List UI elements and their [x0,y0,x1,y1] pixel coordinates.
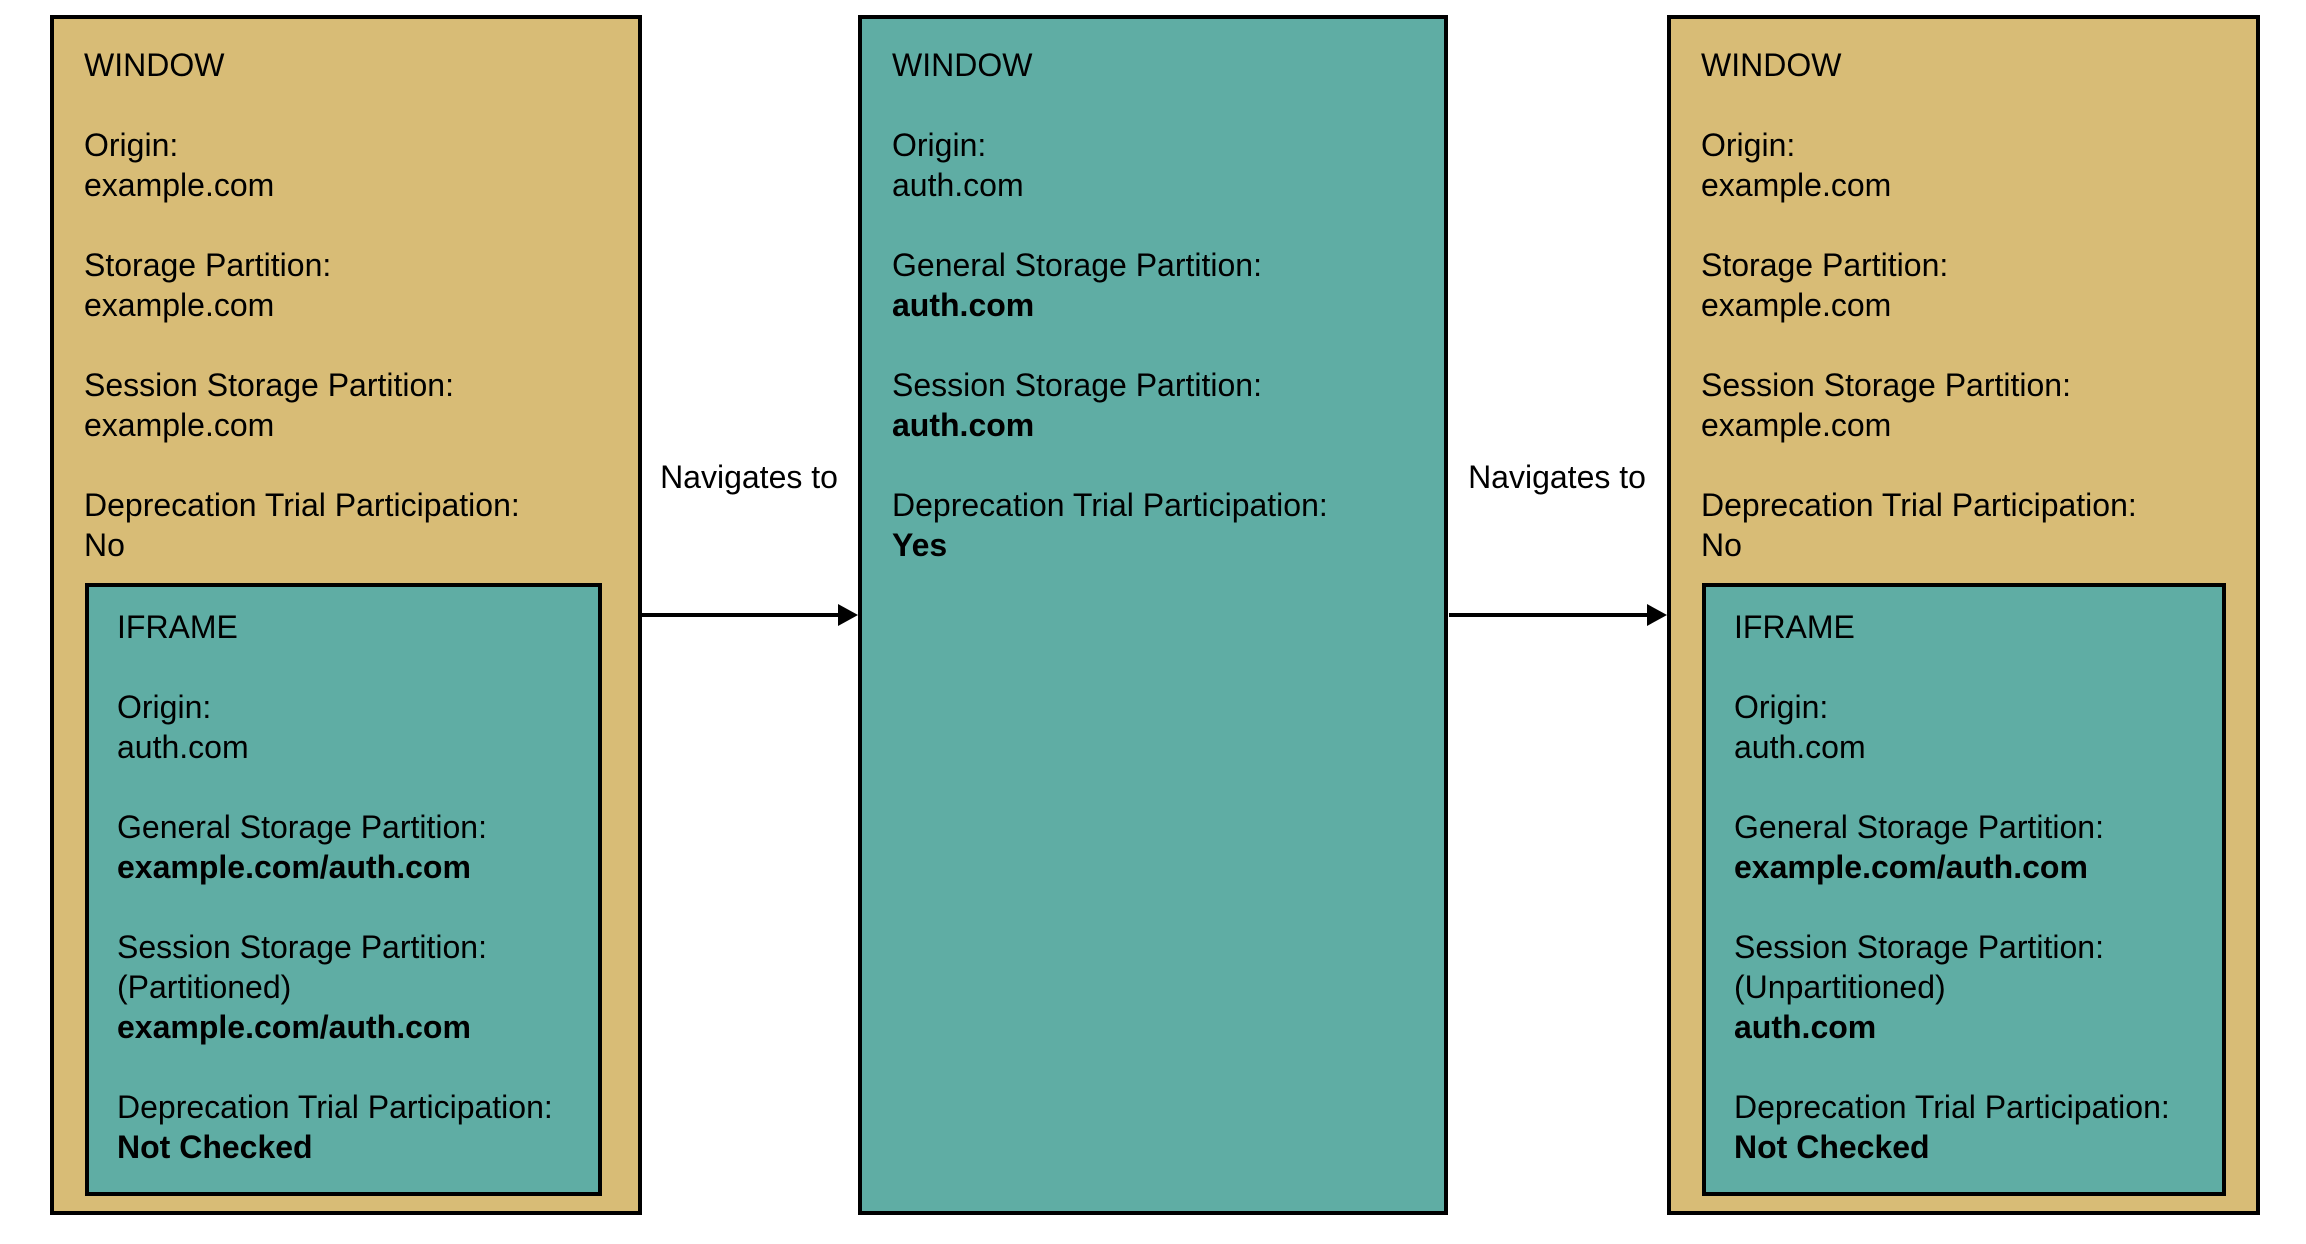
field-deprecation-trial: Deprecation Trial Participation: No [1701,485,2238,565]
field-origin: Origin: auth.com [1734,687,2208,767]
arrow-line [1449,613,1647,617]
box-title: IFRAME [117,609,238,645]
field-deprecation-trial: Deprecation Trial Participation: Not Che… [117,1087,584,1167]
field-label: Deprecation Trial Participation: [84,487,520,523]
arrow-line [642,613,840,617]
field-value: (Unpartitioned) [1734,969,1946,1005]
field-value: example.com [84,167,275,203]
field-deprecation-trial: Deprecation Trial Participation: Yes [892,485,1426,565]
field-value: example.com [1701,167,1892,203]
field-label: Deprecation Trial Participation: [117,1089,553,1125]
field-storage-partition: Storage Partition: example.com [84,245,620,325]
field-label: Storage Partition: [84,247,332,283]
field-value: example.com [1701,287,1892,323]
field-label: Deprecation Trial Participation: [1734,1089,2170,1125]
field-label: General Storage Partition: [117,809,487,845]
field-value: example.com/auth.com [1734,849,2088,885]
field-value: example.com/auth.com [117,849,471,885]
arrow-head-icon [838,604,858,626]
iframe-box-content: IFRAME Origin: auth.com General Storage … [89,587,598,1167]
field-value: Not Checked [1734,1129,1930,1165]
box-title: WINDOW [1701,47,1842,83]
iframe-box-content: IFRAME Origin: auth.com General Storage … [1706,587,2222,1167]
field-label: Storage Partition: [1701,247,1949,283]
field-label: Origin: [892,127,987,163]
field-label: Session Storage Partition: [1701,367,2071,403]
field-value: example.com [84,407,275,443]
field-value: (Partitioned) [117,969,292,1005]
field-value: auth.com [1734,729,1866,765]
field-label: Deprecation Trial Participation: [892,487,1328,523]
field-value: Not Checked [117,1129,313,1165]
window-box-example-com-after: WINDOW Origin: example.com Storage Parti… [1667,15,2260,1215]
field-label: General Storage Partition: [892,247,1262,283]
window-box-content: WINDOW Origin: example.com Storage Parti… [54,19,638,565]
field-label: Deprecation Trial Participation: [1701,487,2137,523]
arrow-head-icon [1647,604,1667,626]
window-box-content: WINDOW Origin: example.com Storage Parti… [1671,19,2256,565]
field-label: General Storage Partition: [1734,809,2104,845]
field-label: Origin: [1701,127,1796,163]
field-value: auth.com [892,167,1024,203]
field-value: auth.com [892,407,1035,443]
field-session-storage-partition: Session Storage Partition: (Unpartitione… [1734,927,2208,1047]
field-general-storage-partition: General Storage Partition: example.com/a… [1734,807,2208,887]
field-value: example.com [1701,407,1892,443]
arrow-label: Navigates to [660,459,838,495]
field-session-storage-partition: Session Storage Partition: auth.com [892,365,1426,445]
field-session-storage-partition: Session Storage Partition: example.com [1701,365,2238,445]
field-general-storage-partition: General Storage Partition: example.com/a… [117,807,584,887]
field-label: Origin: [117,689,212,725]
field-value: auth.com [892,287,1035,323]
field-label: Session Storage Partition: [117,929,487,965]
field-origin: Origin: auth.com [117,687,584,767]
field-value: example.com [84,287,275,323]
field-value: auth.com [117,729,249,765]
box-title: IFRAME [1734,609,1855,645]
field-origin: Origin: example.com [84,125,620,205]
field-value: Yes [892,527,948,563]
iframe-box-auth-com-after: IFRAME Origin: auth.com General Storage … [1702,583,2226,1196]
field-storage-partition: Storage Partition: example.com [1701,245,2238,325]
window-box-example-com: WINDOW Origin: example.com Storage Parti… [50,15,642,1215]
field-session-storage-partition: Session Storage Partition: (Partitioned)… [117,927,584,1047]
field-session-storage-partition: Session Storage Partition: example.com [84,365,620,445]
field-value: auth.com [1734,1009,1877,1045]
field-general-storage-partition: General Storage Partition: auth.com [892,245,1426,325]
field-label: Session Storage Partition: [1734,929,2104,965]
field-origin: Origin: example.com [1701,125,2238,205]
box-title: WINDOW [892,47,1033,83]
field-origin: Origin: auth.com [892,125,1426,205]
iframe-box-auth-com: IFRAME Origin: auth.com General Storage … [85,583,602,1196]
field-value: example.com/auth.com [117,1009,471,1045]
window-box-auth-com: WINDOW Origin: auth.com General Storage … [858,15,1448,1215]
field-deprecation-trial: Deprecation Trial Participation: Not Che… [1734,1087,2208,1167]
window-box-content: WINDOW Origin: auth.com General Storage … [862,19,1444,565]
field-deprecation-trial: Deprecation Trial Participation: No [84,485,620,565]
field-label: Session Storage Partition: [84,367,454,403]
field-label: Origin: [84,127,179,163]
arrow-label: Navigates to [1468,459,1646,495]
field-value: No [84,527,125,563]
field-label: Origin: [1734,689,1829,725]
box-title: WINDOW [84,47,225,83]
field-label: Session Storage Partition: [892,367,1262,403]
field-value: No [1701,527,1742,563]
